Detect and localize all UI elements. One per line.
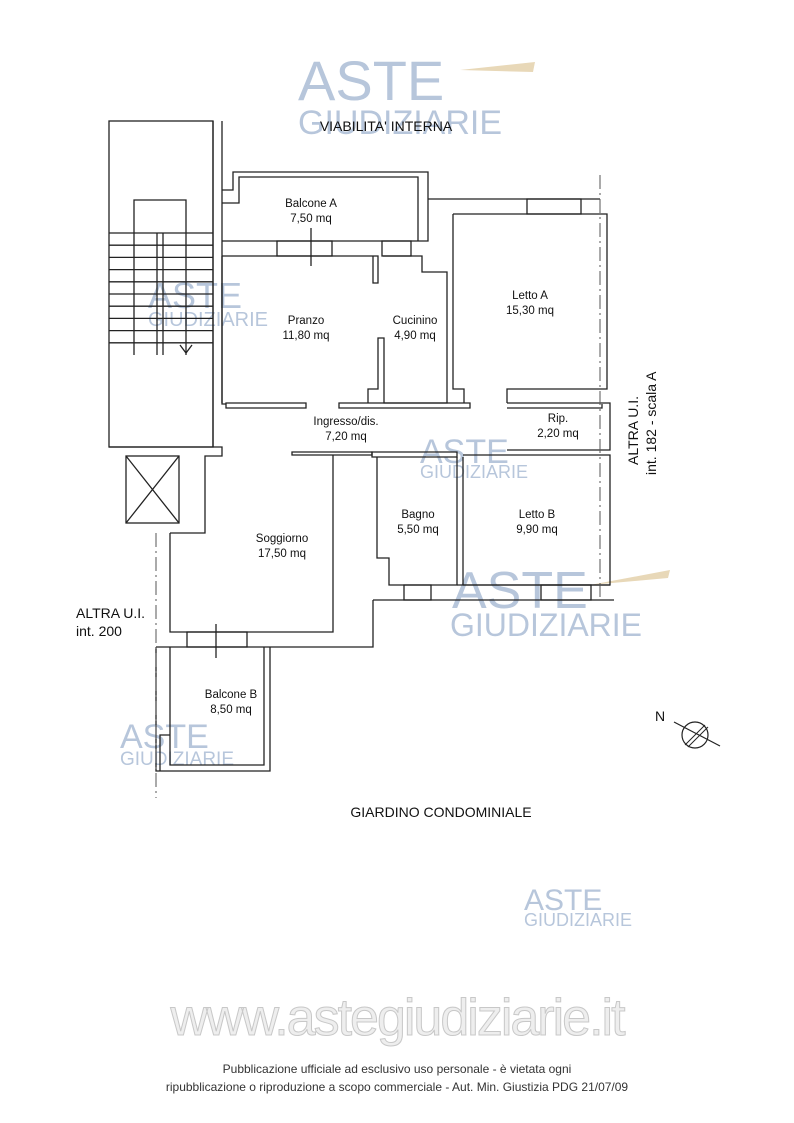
room-area: 15,30 mq: [506, 305, 554, 317]
garden-label: GIARDINO CONDOMINIALE: [350, 804, 531, 820]
room-area: 7,20 mq: [325, 431, 367, 443]
site-watermark: www.astegiudiziarie.it: [169, 989, 626, 1047]
room-area: 5,50 mq: [397, 524, 439, 536]
north-compass-icon: N: [655, 708, 721, 749]
room-name: Ingresso/dis.: [313, 416, 378, 428]
left-unit-number: int. 200: [76, 623, 122, 639]
room-name: Letto B: [519, 509, 556, 521]
svg-text:GIUDIZIARIE: GIUDIZIARIE: [524, 910, 632, 930]
right-unit-number: int. 182 - scala A: [643, 371, 659, 475]
watermark-logo: ASTE GIUDIZIARIE ASTE GIUDIZIARIE ASTE G…: [120, 49, 670, 930]
room-area: 11,80 mq: [282, 330, 329, 342]
room-name: Rip.: [548, 413, 568, 425]
room-name: Balcone A: [285, 198, 337, 210]
room-area: 2,20 mq: [537, 428, 579, 440]
walls: [155, 171, 614, 798]
north-label: N: [655, 708, 665, 724]
footer-line-1: Pubblicazione ufficiale ad esclusivo uso…: [223, 1062, 572, 1076]
room-area: 4,90 mq: [394, 330, 436, 342]
room-name: Soggiorno: [256, 533, 308, 545]
footer-line-2: ripubblicazione o riproduzione a scopo c…: [166, 1080, 629, 1094]
left-unit-label: ALTRA U.I.: [76, 605, 145, 621]
svg-text:GIUDIZIARIE: GIUDIZIARIE: [148, 309, 268, 331]
room-labels: Balcone A 7,50 mq Pranzo 11,80 mq Cucinino 4,…: [205, 198, 579, 716]
room-name: Letto A: [512, 290, 548, 302]
room-name: Pranzo: [288, 315, 324, 327]
room-name: Bagno: [401, 509, 434, 521]
lift-shaft: [109, 446, 223, 534]
svg-text:ASTE: ASTE: [524, 884, 602, 917]
svg-text:GIUDIZIARIE: GIUDIZIARIE: [450, 607, 642, 643]
road-label: VIABILITA' INTERNA: [320, 118, 453, 134]
room-area: 17,50 mq: [258, 548, 306, 560]
svg-text:GIUDIZIARIE: GIUDIZIARIE: [120, 749, 234, 770]
room-area: 8,50 mq: [210, 704, 252, 716]
svg-text:GIUDIZIARIE: GIUDIZIARIE: [298, 104, 502, 142]
svg-text:GIUDIZIARIE: GIUDIZIARIE: [420, 462, 528, 482]
right-unit-label: ALTRA U.I.: [625, 396, 641, 465]
stairwell: [108, 120, 226, 448]
svg-text:ASTE: ASTE: [120, 718, 209, 756]
svg-text:ASTE: ASTE: [298, 49, 444, 112]
room-name: Cucinino: [393, 315, 438, 327]
svg-text:ASTE: ASTE: [452, 562, 588, 620]
room-name: Balcone B: [205, 689, 258, 701]
room-area: 7,50 mq: [290, 213, 332, 225]
room-area: 9,90 mq: [516, 524, 558, 536]
